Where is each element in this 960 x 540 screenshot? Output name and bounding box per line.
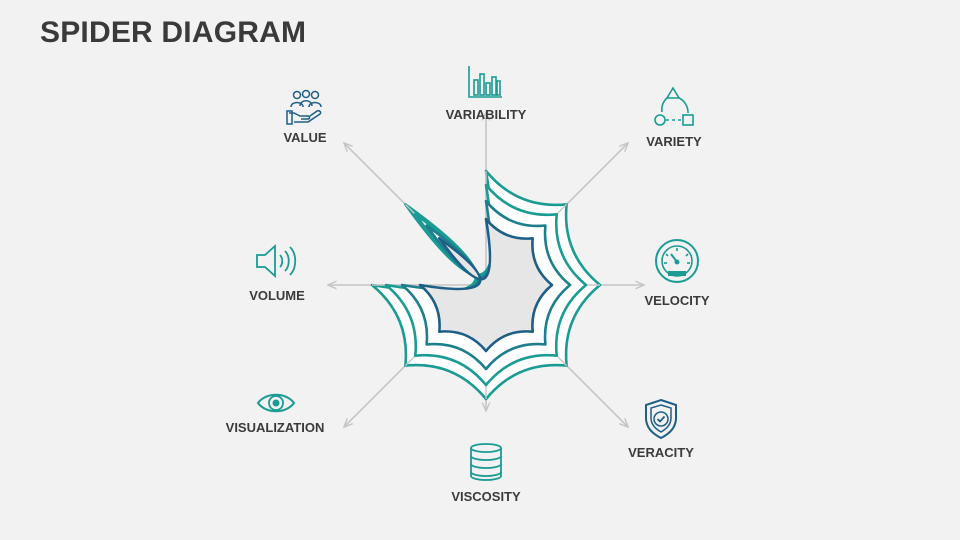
eye-icon [256, 393, 296, 413]
shield-check-icon [645, 398, 677, 440]
node-label-visualization: VISUALIZATION [225, 420, 325, 435]
node-label-veracity: VERACITY [628, 445, 694, 460]
node-label-volume: VOLUME [249, 288, 305, 303]
node-label-variability: VARIABILITY [445, 107, 527, 122]
node-label-viscosity: VISCOSITY [451, 489, 521, 504]
node-label-variety: VARIETY [646, 134, 702, 149]
page-title: SPIDER DIAGRAM [40, 16, 307, 49]
speaker-icon [256, 243, 297, 279]
web-ring-4 [418, 217, 554, 353]
speedometer-icon [655, 239, 699, 283]
people-hand-icon [286, 89, 322, 125]
node-label-value: VALUE [283, 130, 327, 145]
shapes-icon [654, 86, 694, 126]
bar-chart-icon [468, 66, 502, 98]
database-icon [470, 443, 502, 481]
node-label-velocity: VELOCITY [644, 293, 710, 308]
